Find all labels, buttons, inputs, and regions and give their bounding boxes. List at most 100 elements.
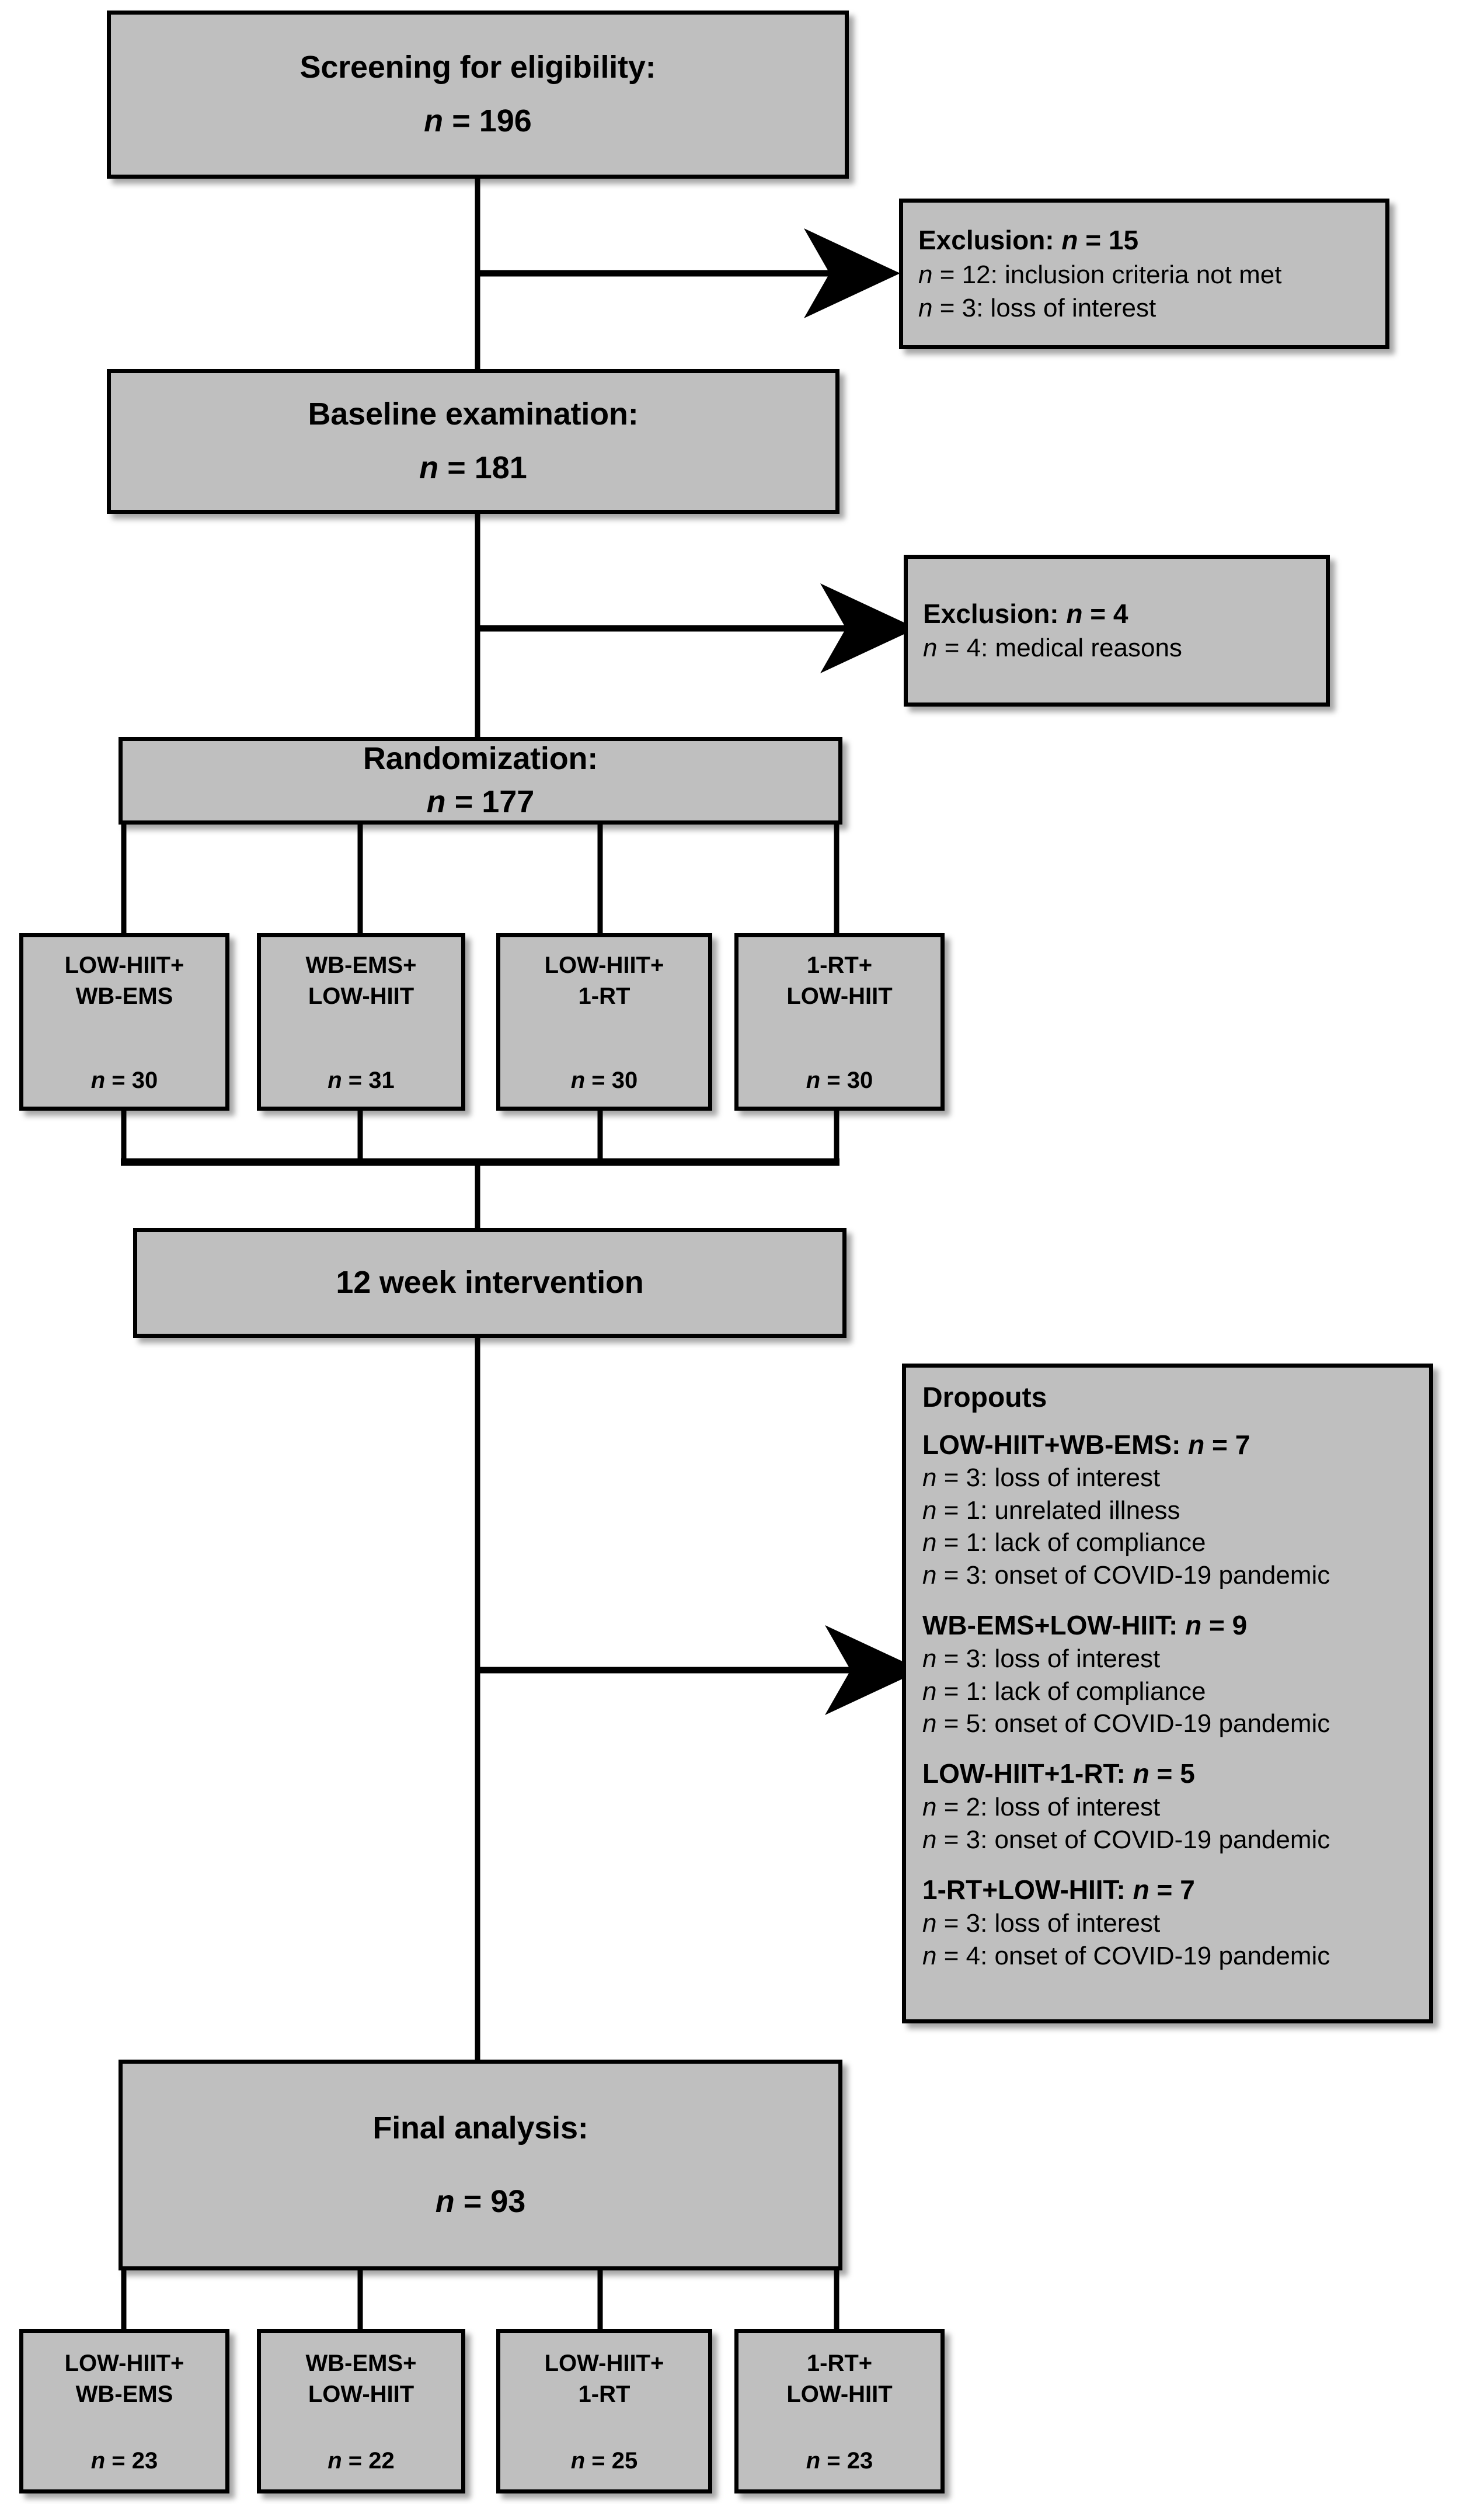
n-symbol: n — [806, 2448, 821, 2474]
screening-n: n = 196 — [424, 102, 532, 141]
dropout-group-heading: 1-RT+LOW-HIIT: n = 7 — [922, 1873, 1330, 1907]
box-screening: Screening for eligibility: n = 196 — [107, 11, 849, 179]
box-final-analysis: Final analysis: n = 93 — [119, 2060, 842, 2270]
n-symbol: n — [435, 2183, 455, 2219]
arm-label: WB-EMS+ LOW-HIIT — [266, 950, 457, 1012]
n-symbol: n — [922, 1825, 937, 1854]
n-value: = 31 — [342, 1067, 395, 1093]
exclusion-1-heading-value: = 15 — [1078, 224, 1139, 255]
n-symbol: n — [922, 1496, 937, 1525]
dropout-reason-text: = 1: unrelated illness — [936, 1496, 1180, 1525]
box-baseline: Baseline examination: n = 181 — [107, 369, 839, 514]
dropout-group: LOW-HIIT+WB-EMS: n = 7 n = 3: loss of in… — [922, 1428, 1330, 1592]
n-symbol: n — [1061, 224, 1078, 255]
n-value: = 181 — [447, 450, 527, 485]
n-symbol: n — [90, 2448, 106, 2474]
arm-box-final-4: 1-RT+ LOW-HIIT n = 23 — [734, 2329, 945, 2493]
arm-n: n = 30 — [743, 1067, 936, 1094]
arm-label-line2: WB-EMS — [75, 983, 173, 1009]
arm-label: WB-EMS+ LOW-HIIT — [266, 2348, 457, 2410]
n-value: = 9 — [1201, 1610, 1248, 1641]
arm-label: LOW-HIIT+ 1-RT — [505, 950, 703, 1012]
dropout-reason: n = 1: lack of compliance — [922, 1675, 1330, 1707]
n-value: = 22 — [342, 2448, 395, 2474]
box-exclusion-2: Exclusion: n = 4 n = 4: medical reasons — [904, 555, 1330, 707]
box-exclusion-1: Exclusion: n = 15 n = 12: inclusion crit… — [899, 199, 1389, 349]
n-value: = 93 — [463, 2183, 526, 2219]
baseline-n: n = 181 — [419, 449, 527, 488]
n-value: = 7 — [1149, 1874, 1195, 1905]
dropout-group-heading: LOW-HIIT+1-RT: n = 5 — [922, 1757, 1330, 1791]
box-randomization: Randomization: n = 177 — [119, 737, 842, 825]
final-analysis-title: Final analysis: — [372, 2110, 588, 2145]
arm-label-line1: LOW-HIIT+ — [544, 952, 664, 978]
arm-n: n = 30 — [28, 1067, 221, 1094]
dropout-reason-text: = 3: onset of COVID-19 pandemic — [936, 1560, 1330, 1590]
arm-label: 1-RT+ LOW-HIIT — [743, 2348, 936, 2410]
n-symbol: n — [328, 1067, 342, 1093]
dropout-group-heading: LOW-HIIT+WB-EMS: n = 7 — [922, 1428, 1330, 1462]
dropout-reason: n = 5: onset of COVID-19 pandemic — [922, 1707, 1330, 1740]
n-value: = 23 — [105, 2448, 158, 2474]
exclusion-1-heading: Exclusion: n = 15 — [918, 223, 1138, 258]
n-symbol: n — [1066, 598, 1083, 629]
dropout-reason: n = 1: unrelated illness — [922, 1494, 1330, 1526]
baseline-title: Baseline examination: — [308, 397, 639, 432]
arm-label-line2: 1-RT — [578, 983, 630, 1009]
exclusion-2-row: n = 4: medical reasons — [923, 631, 1182, 665]
arm-box-final-1: LOW-HIIT+ WB-EMS n = 23 — [19, 2329, 229, 2493]
n-symbol: n — [923, 634, 938, 663]
exclusion-2-heading-value: = 4 — [1082, 598, 1128, 629]
dropout-group-name: WB-EMS+LOW-HIIT: — [922, 1610, 1186, 1641]
dropout-reason: n = 4: onset of COVID-19 pandemic — [922, 1940, 1330, 1972]
n-symbol: n — [922, 1528, 937, 1557]
arm-box-randomized-1: LOW-HIIT+ WB-EMS n = 30 — [19, 933, 229, 1111]
arm-label-line1: LOW-HIIT+ — [64, 2350, 184, 2376]
arm-box-final-2: WB-EMS+ LOW-HIIT n = 22 — [257, 2329, 465, 2493]
arm-n: n = 23 — [28, 2448, 221, 2474]
n-symbol: n — [922, 1644, 937, 1674]
dropout-group: WB-EMS+LOW-HIIT: n = 9 n = 3: loss of in… — [922, 1609, 1330, 1740]
arm-label-line1: WB-EMS+ — [305, 2350, 417, 2376]
randomization-title: Randomization: — [363, 741, 598, 777]
arm-box-randomized-3: LOW-HIIT+ 1-RT n = 30 — [496, 933, 712, 1111]
n-value: = 30 — [585, 1067, 638, 1093]
n-symbol: n — [90, 1067, 106, 1093]
randomization-n: n = 177 — [427, 783, 535, 822]
n-value: = 30 — [820, 1067, 873, 1093]
dropout-reason-text: = 5: onset of COVID-19 pandemic — [936, 1709, 1330, 1738]
arm-box-final-3: LOW-HIIT+ 1-RT n = 25 — [496, 2329, 712, 2493]
n-value: = 30 — [105, 1067, 158, 1093]
n-value: = 7 — [1204, 1429, 1250, 1460]
final-analysis-n: n = 93 — [436, 2183, 526, 2221]
n-symbol: n — [328, 2448, 342, 2474]
dropout-reason-text: = 3: loss of interest — [936, 1644, 1161, 1674]
dropout-reason: n = 3: onset of COVID-19 pandemic — [922, 1559, 1330, 1591]
n-value: = 196 — [452, 103, 532, 138]
dropouts-title: Dropouts — [922, 1382, 1047, 1413]
n-symbol: n — [806, 1067, 821, 1093]
dropout-group-heading: WB-EMS+LOW-HIIT: n = 9 — [922, 1609, 1330, 1643]
n-symbol: n — [922, 1560, 937, 1590]
n-value: = 23 — [820, 2448, 873, 2474]
n-symbol: n — [570, 1067, 586, 1093]
n-symbol: n — [1188, 1429, 1205, 1460]
dropout-reason: n = 3: loss of interest — [922, 1907, 1330, 1939]
intervention-title: 12 week intervention — [336, 1265, 644, 1300]
arm-label-line1: LOW-HIIT+ — [544, 2350, 664, 2376]
arm-label: LOW-HIIT+ WB-EMS — [28, 950, 221, 1012]
n-symbol: n — [1133, 1758, 1149, 1789]
n-symbol: n — [922, 1709, 937, 1738]
n-value: = 25 — [585, 2448, 638, 2474]
dropout-reason: n = 3: loss of interest — [922, 1462, 1330, 1494]
arm-n: n = 22 — [266, 2448, 457, 2474]
arm-label-line2: 1-RT — [578, 2381, 630, 2407]
arm-label-line2: LOW-HIIT — [786, 983, 893, 1009]
arm-label-line2: LOW-HIIT — [308, 2381, 414, 2407]
n-symbol: n — [1133, 1874, 1149, 1905]
arm-label: LOW-HIIT+ WB-EMS — [28, 2348, 221, 2410]
dropout-group-name: LOW-HIIT+1-RT: — [922, 1758, 1133, 1789]
n-symbol: n — [918, 260, 933, 289]
arm-n: n = 30 — [505, 1067, 703, 1094]
